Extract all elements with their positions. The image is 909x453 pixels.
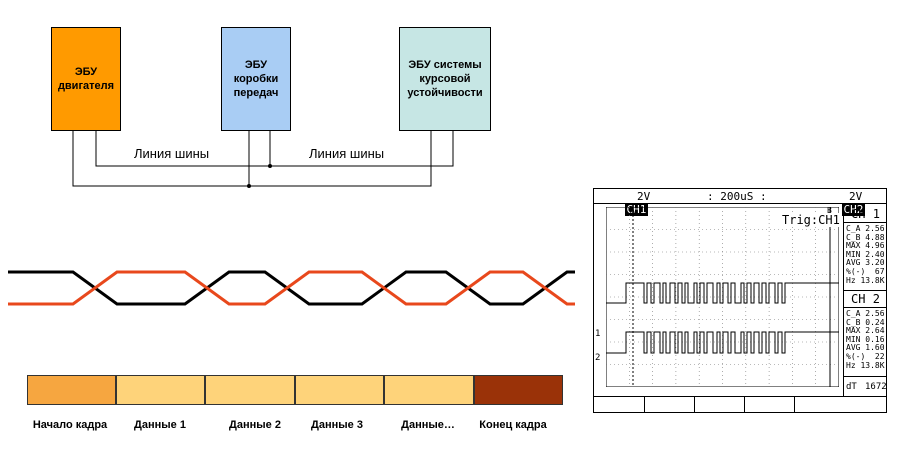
ch1-marker: 1 bbox=[595, 329, 601, 339]
scope-bottom-bar-sep bbox=[694, 396, 695, 412]
frame-segment-label: Данные… bbox=[401, 419, 455, 431]
ch1-trace bbox=[606, 282, 839, 304]
scope-bottom-bar-sep bbox=[744, 396, 745, 412]
frame-segment bbox=[27, 375, 116, 405]
frame-segment bbox=[474, 375, 563, 405]
oscilloscope-screen: CH1 2V : 200uS : CH2 2V Trig:CH1 A B 1 2… bbox=[593, 188, 887, 413]
panel-ch2-title: CH 2 bbox=[844, 290, 887, 308]
ch2-marker: 2 bbox=[595, 353, 601, 363]
scope-bottom-bar-sep bbox=[794, 396, 795, 412]
panel-ch1-values: C_A 2.56 C_B 4.88 MAX 4.96 MIN 2.40 AVG … bbox=[846, 224, 885, 285]
signal-line-a bbox=[8, 270, 575, 306]
bus-line-label: Линия шины bbox=[134, 146, 210, 161]
scope-ch1-label: CH1 bbox=[624, 203, 649, 216]
scope-bottom-bar bbox=[594, 396, 886, 397]
frame-segment-label: Конец кадра bbox=[479, 419, 547, 431]
signal-line-b bbox=[8, 270, 575, 306]
scope-ch1-volts: 2V bbox=[637, 190, 651, 203]
panel-ch2-values: C_A 2.56 C_B 0.24 MAX 2.64 MIN 0.16 AVG … bbox=[846, 309, 885, 370]
bus-junction bbox=[268, 164, 272, 168]
ecu-stability-box: ЭБУ системы курсовой устойчивости bbox=[399, 27, 491, 131]
measurement-panel: CH 1 C_A 2.56 C_B 4.88 MAX 4.96 MIN 2.40… bbox=[843, 204, 887, 396]
bus-junction bbox=[247, 184, 251, 188]
differential-signal bbox=[8, 270, 575, 306]
frame-segment bbox=[205, 375, 295, 405]
scope-bottom-bar-sep bbox=[644, 396, 645, 412]
frame-segment-label: Данные 2 bbox=[229, 419, 281, 431]
bus-line-label: Линия шины bbox=[309, 146, 385, 161]
cursor-b-label: B bbox=[827, 206, 832, 215]
panel-ch1-title: CH 1 bbox=[844, 206, 887, 223]
cursor-a-label: A bbox=[630, 206, 635, 215]
frame-segment bbox=[295, 375, 384, 405]
frame-segment bbox=[384, 375, 474, 405]
bus-wire-low bbox=[72, 131, 432, 187]
ecu-engine-box: ЭБУ двигателя bbox=[51, 27, 121, 131]
ecu-transmission-box: ЭБУ коробки передач bbox=[221, 27, 291, 131]
scope-header-divider bbox=[594, 203, 886, 204]
scope-ch2-label: CH2 bbox=[841, 203, 866, 216]
frame-segment-label: Начало кадра bbox=[32, 419, 108, 431]
bus-wire-high bbox=[95, 131, 454, 167]
panel-dt-divider bbox=[844, 376, 887, 377]
dt-label: dT bbox=[846, 382, 857, 392]
scope-plot-area bbox=[606, 207, 839, 387]
dt-value: 1672 bbox=[865, 382, 887, 392]
frame-segment bbox=[116, 375, 205, 405]
frame-segment-label: Данные 1 bbox=[134, 419, 186, 431]
scope-timebase: : 200uS : bbox=[707, 190, 767, 203]
ch2-trace bbox=[606, 331, 839, 354]
scope-trigger-label: Trig:CH1 bbox=[782, 213, 840, 227]
frame-segment-label: Данные 3 bbox=[311, 419, 363, 431]
scope-ch2-volts: 2V bbox=[849, 190, 863, 203]
